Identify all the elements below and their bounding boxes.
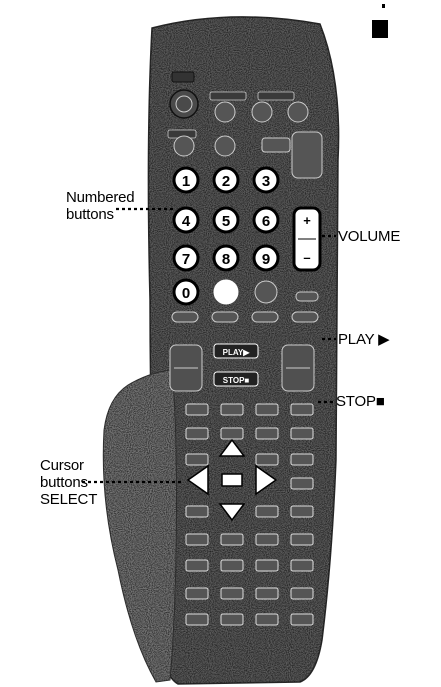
- svg-text:0: 0: [182, 285, 190, 302]
- volume-minus-label: –: [303, 250, 310, 265]
- cursor-select-callout: Cursor buttons SELECT: [40, 457, 97, 508]
- volume-plus-label: +: [303, 213, 311, 228]
- svg-text:STOP■: STOP■: [223, 376, 250, 385]
- stop-callout: STOP■: [336, 393, 385, 410]
- key-7[interactable]: 7: [174, 246, 198, 270]
- cursor-select-callout-line-1: Cursor: [40, 457, 97, 474]
- key-4[interactable]: 4: [174, 208, 198, 232]
- blank-key[interactable]: [255, 281, 277, 303]
- select-button-icon[interactable]: [222, 474, 242, 486]
- numbered-buttons-callout-line-1: Numbered: [66, 189, 134, 206]
- numbered-buttons-callout-line-2: buttons: [66, 206, 134, 223]
- cursor-select-callout-line-2: buttons: [40, 474, 97, 491]
- play-button[interactable]: PLAY▶: [214, 344, 258, 358]
- numbered-buttons-callout: Numbered buttons: [66, 189, 134, 223]
- cursor-select-callout-line-3: SELECT: [40, 491, 97, 508]
- stop-button[interactable]: STOP■: [214, 372, 258, 386]
- svg-text:2: 2: [222, 173, 230, 190]
- key-8[interactable]: 8: [214, 246, 238, 270]
- flip-cover: [103, 370, 176, 682]
- svg-text:4: 4: [182, 213, 191, 230]
- key-6[interactable]: 6: [254, 208, 278, 232]
- volume-rocker[interactable]: + –: [294, 208, 320, 270]
- svg-text:5: 5: [222, 213, 230, 230]
- svg-text:PLAY▶: PLAY▶: [223, 348, 251, 357]
- svg-text:8: 8: [222, 251, 230, 268]
- svg-text:7: 7: [182, 251, 190, 268]
- svg-text:9: 9: [262, 251, 270, 268]
- key-5[interactable]: 5: [214, 208, 238, 232]
- key-0[interactable]: 0: [174, 280, 198, 304]
- svg-text:6: 6: [262, 213, 270, 230]
- blank-white-key[interactable]: [214, 280, 238, 304]
- key-9[interactable]: 9: [254, 246, 278, 270]
- volume-callout: VOLUME: [338, 228, 400, 245]
- key-2[interactable]: 2: [214, 168, 238, 192]
- key-1[interactable]: 1: [174, 168, 198, 192]
- svg-text:3: 3: [262, 173, 270, 190]
- key-3[interactable]: 3: [254, 168, 278, 192]
- play-callout: PLAY ▶: [338, 331, 389, 348]
- svg-text:1: 1: [182, 173, 190, 190]
